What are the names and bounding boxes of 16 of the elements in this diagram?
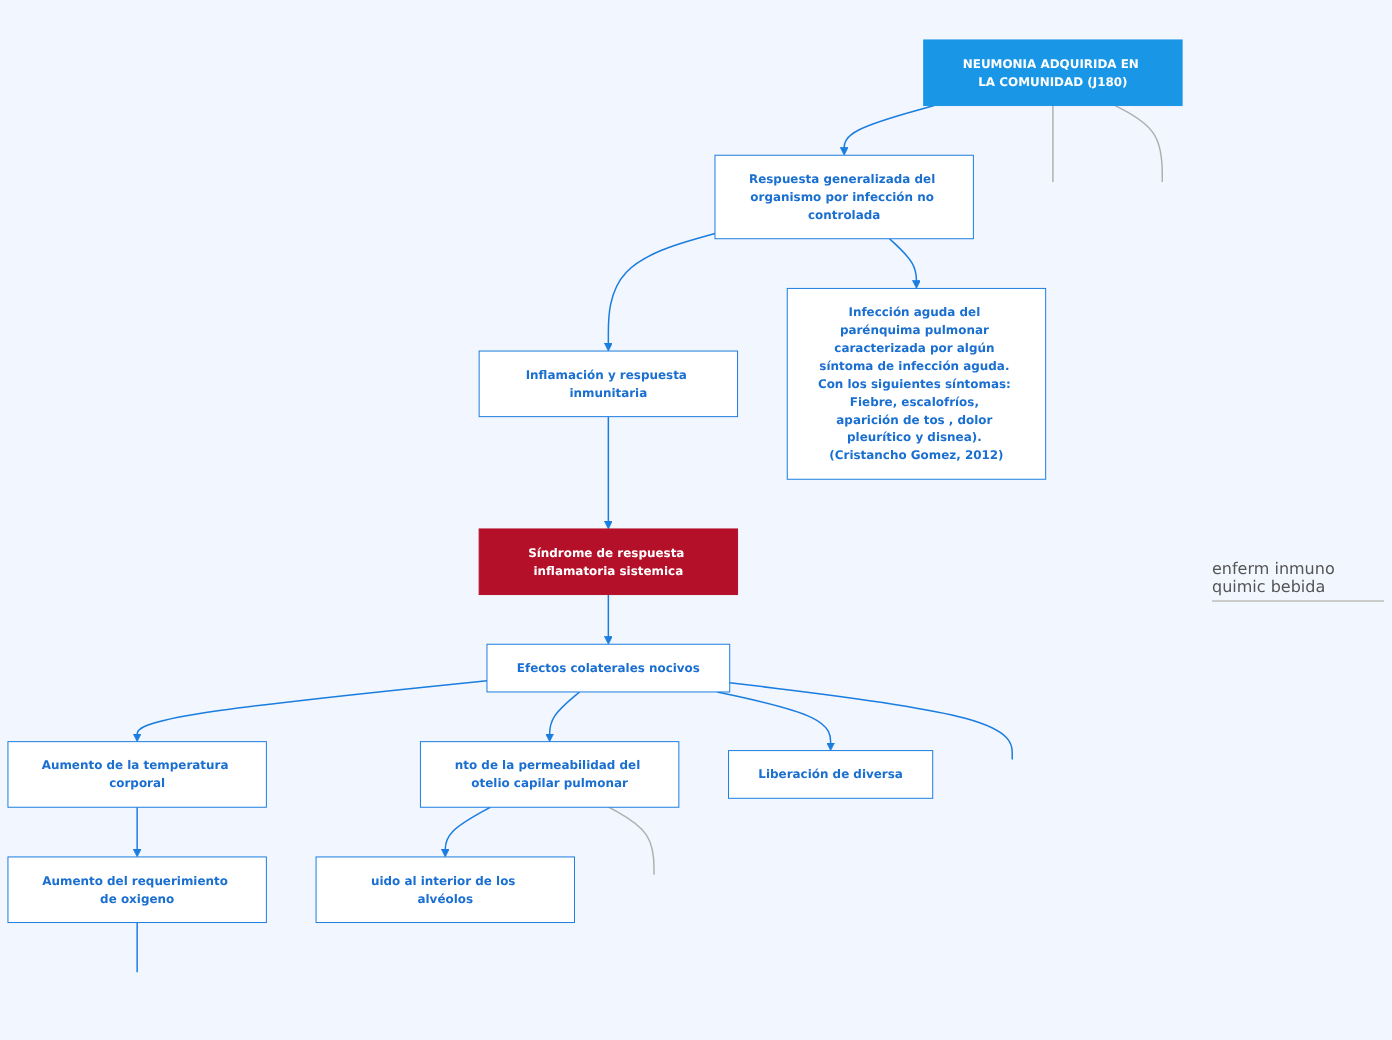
connector: [1052, 103, 1054, 182]
arrow: [888, 237, 921, 288]
note-text: enferm inmuno quimic bebida: [1212, 560, 1384, 602]
arrow: [132, 678, 488, 742]
arrow: [603, 231, 716, 351]
connector: [136, 920, 138, 972]
connector: [728, 681, 1013, 760]
arrow: [839, 103, 935, 155]
arrow: [603, 592, 613, 644]
arrow: [545, 690, 581, 742]
arrow: [716, 690, 835, 750]
arrow: [132, 805, 142, 857]
connector: [608, 805, 655, 875]
arrow: [603, 414, 613, 529]
arrow: [440, 805, 491, 857]
connector: [1114, 103, 1163, 182]
